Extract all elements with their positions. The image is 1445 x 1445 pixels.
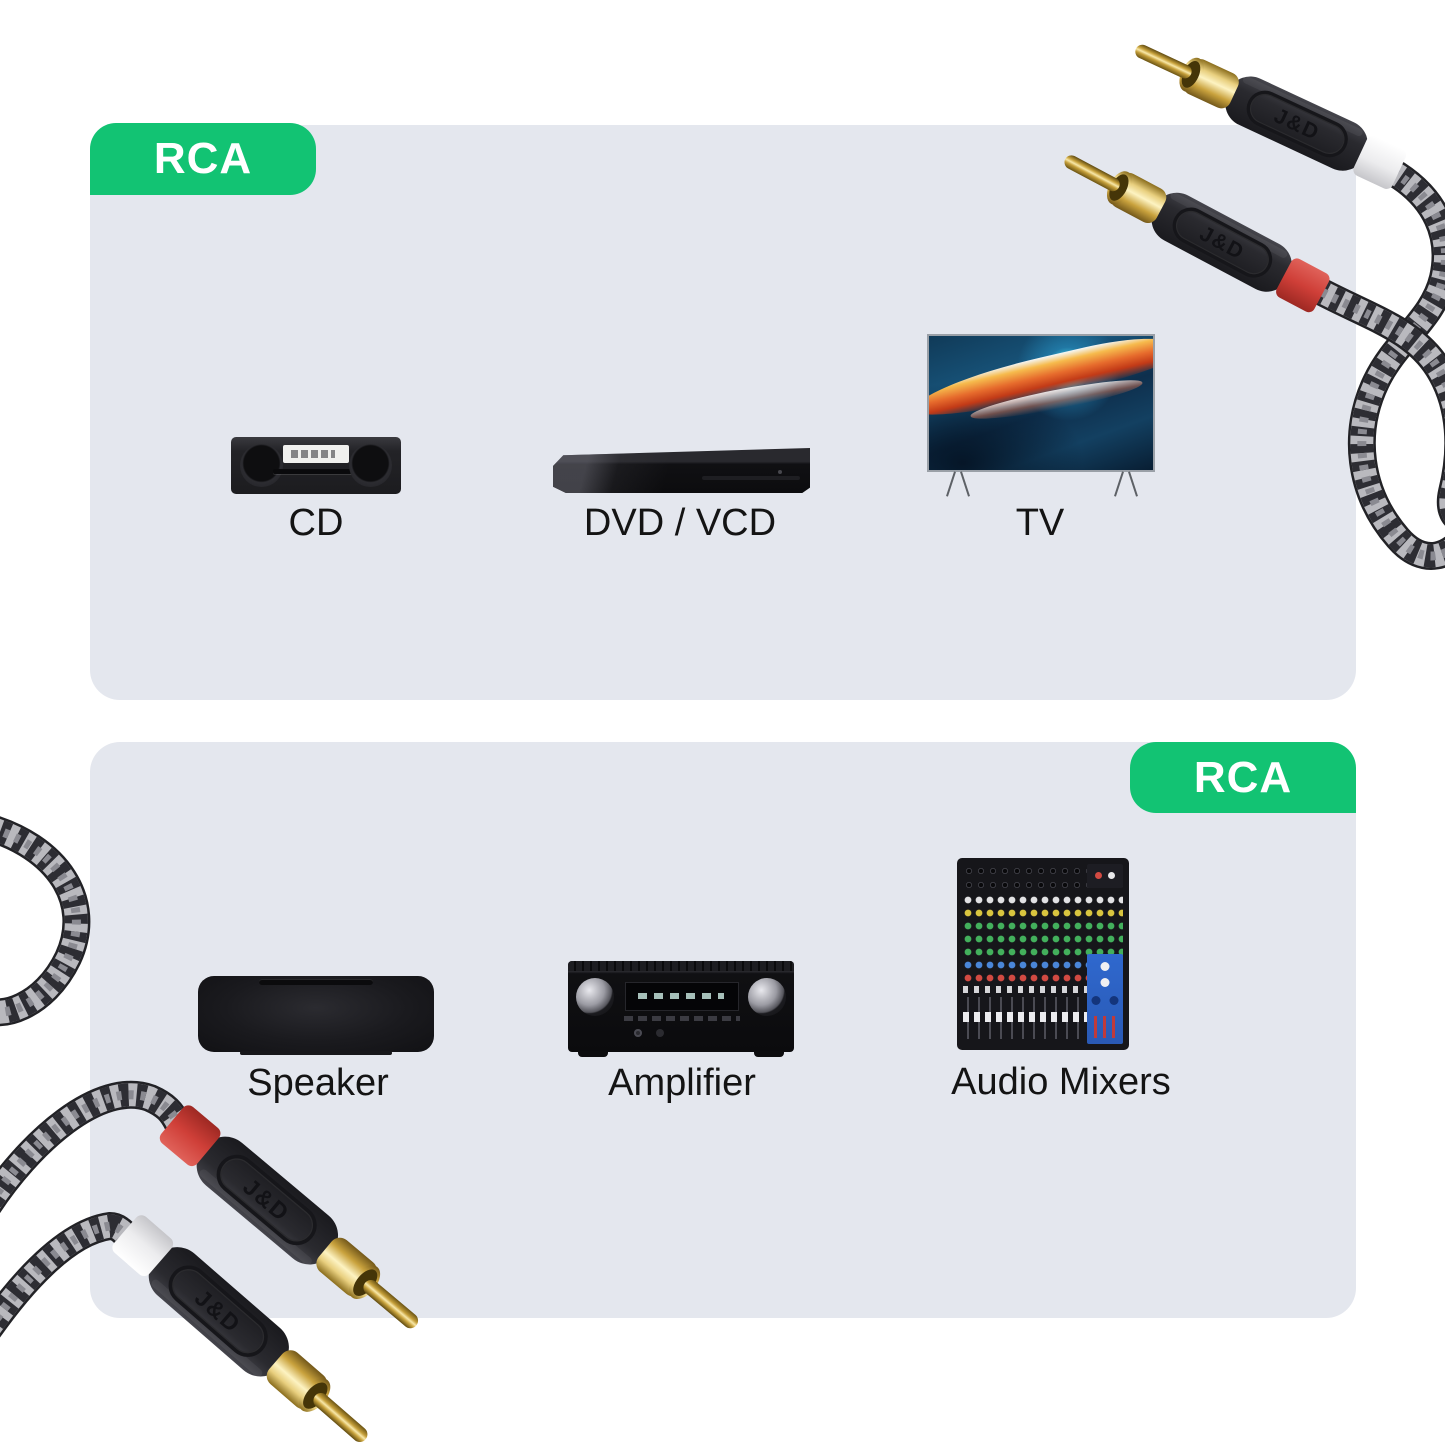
- mixer-knob-row-green: [963, 934, 1123, 944]
- amplifier-label: Amplifier: [608, 1062, 756, 1104]
- mixer-knob-row-yellow: [963, 908, 1123, 918]
- mixer-knob-row-red: [963, 973, 1123, 983]
- dvd-player-illustration: [553, 448, 810, 493]
- mixer-master-section: [1087, 954, 1123, 1044]
- amplifier-knob: [576, 978, 614, 1016]
- mixer-knob-row-green: [963, 947, 1123, 957]
- mixer-button-row: [963, 986, 1123, 993]
- rca-badge-top: RCA: [90, 123, 316, 195]
- rca-badge-top-label: RCA: [153, 134, 253, 183]
- mixer-knob-row-blue: [963, 960, 1123, 970]
- audio-mixer-illustration: [957, 858, 1129, 1050]
- mixer-knob-row-white: [963, 895, 1123, 905]
- rca-band-white: [1353, 135, 1407, 189]
- audio-mixers-label: Audio Mixers: [951, 1061, 1171, 1103]
- rca-badge-bottom: RCA: [1130, 742, 1356, 813]
- cd-disc-slot: [273, 469, 359, 474]
- mixer-io-section: [1087, 864, 1123, 888]
- amplifier-knob: [748, 978, 786, 1016]
- rca-badge-bottom-label: RCA: [1193, 752, 1293, 802]
- cd-player-illustration: [231, 437, 401, 494]
- source-devices-panel: [90, 125, 1356, 700]
- dvd-label: DVD / VCD: [583, 502, 777, 544]
- speaker-label: Speaker: [247, 1062, 389, 1104]
- dvd-tray: [702, 476, 800, 481]
- amplifier-illustration: [568, 961, 794, 1057]
- cd-label: CD: [288, 502, 344, 544]
- speaker-illustration: [198, 976, 434, 1055]
- amplifier-jacks: [634, 1029, 642, 1037]
- mixer-knob-row-green: [963, 921, 1123, 931]
- cd-display: [283, 445, 349, 463]
- tv-illustration: [927, 334, 1155, 472]
- tv-label: TV: [1015, 502, 1065, 544]
- amplifier-display: [625, 982, 739, 1011]
- tv-screen: [929, 336, 1153, 470]
- amplifier-buttons: [624, 1016, 740, 1021]
- amplifier-vents: [568, 961, 794, 971]
